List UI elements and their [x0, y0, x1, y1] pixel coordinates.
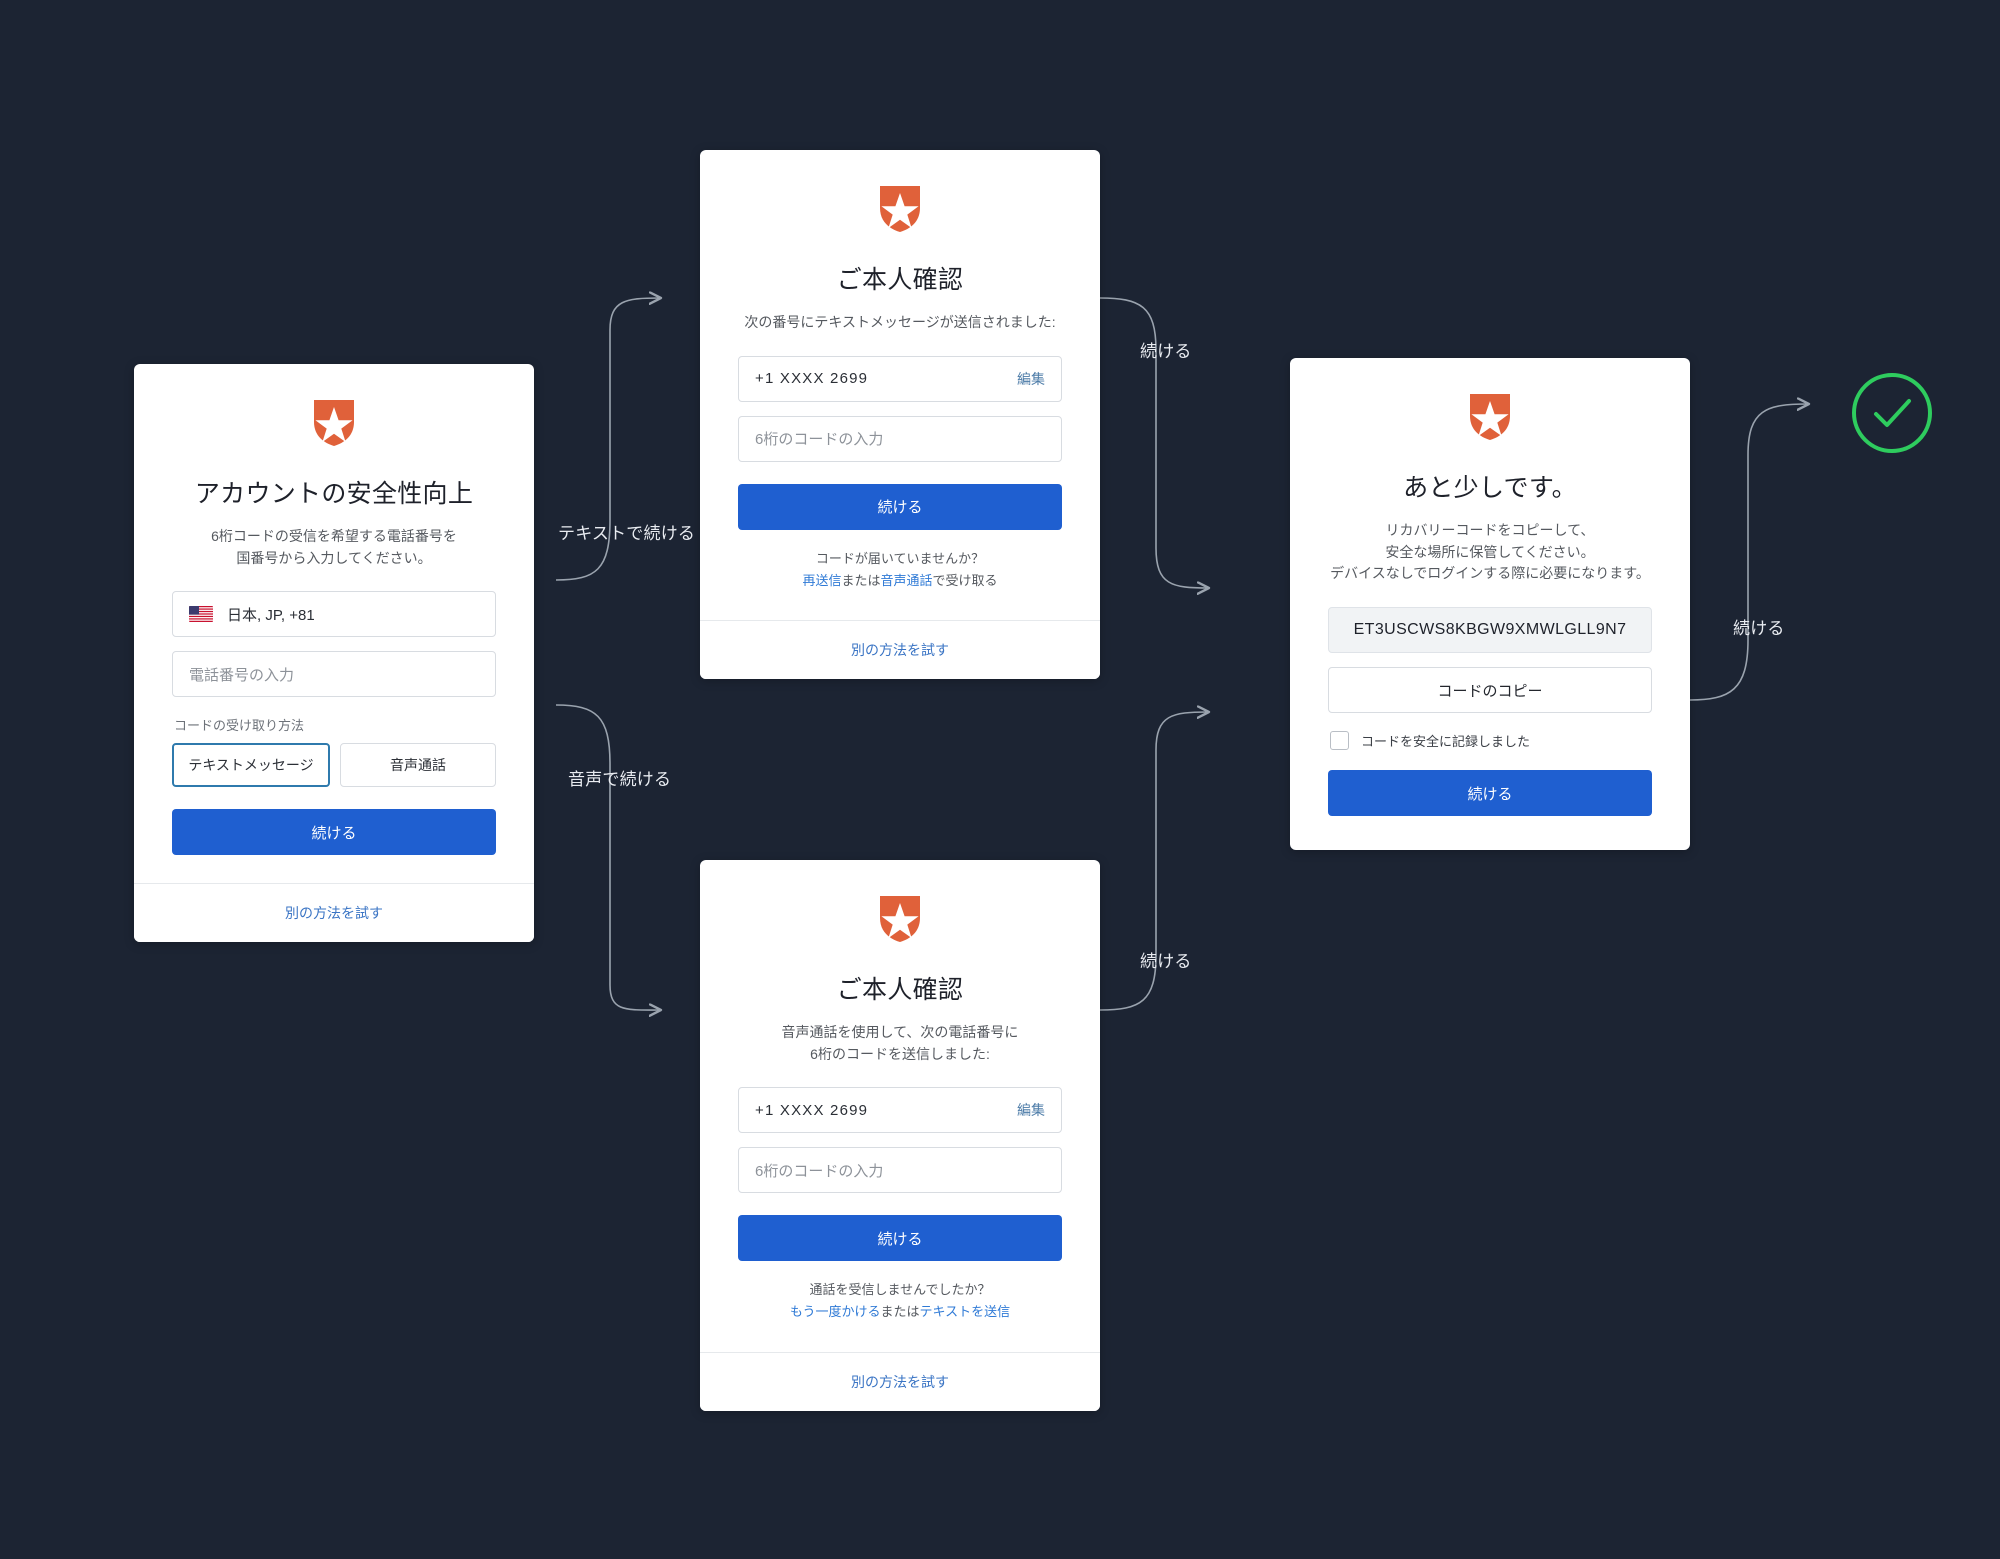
try-another-method-link[interactable]: 別の方法を試す: [851, 641, 949, 658]
resend-question: 通話を受信しませんでしたか？: [809, 1282, 991, 1298]
card-recovery-body: あと少しです。 リカバリーコードをコピーして、 安全な場所に保管してください。 …: [1290, 358, 1690, 850]
auth0-shield-icon: [880, 896, 920, 942]
card-recovery-code: あと少しです。 リカバリーコードをコピーして、 安全な場所に保管してください。 …: [1290, 358, 1690, 851]
method-option-text[interactable]: テキストメッセージ: [172, 743, 330, 788]
auth0-shield-icon: [314, 400, 354, 446]
card-enroll-subtitle-line1: 6桁コードの受信を希望する電話番号を: [211, 528, 457, 544]
method-option-voice[interactable]: 音声通話: [340, 743, 496, 788]
continue-button[interactable]: 続ける: [1328, 770, 1652, 817]
phone-readonly-field: +1 XXXX 2699 編集: [738, 355, 1062, 402]
otp-code-placeholder: 6桁のコードの入力: [755, 1162, 884, 1180]
card-enroll-subtitle-line2: 国番号から入力してください。: [236, 549, 432, 566]
send-text-link[interactable]: テキストを送信: [919, 1304, 1011, 1320]
copy-code-button[interactable]: コードのコピー: [1328, 667, 1652, 714]
otp-code-input[interactable]: 6桁のコードの入力: [738, 415, 1062, 462]
flow-label-text-branch: テキストで続ける: [558, 524, 696, 543]
edit-phone-link[interactable]: 編集: [1017, 370, 1045, 387]
card-verify-sms-footer: 別の方法を試す: [700, 619, 1100, 679]
resend-tail-text: で受け取る: [932, 572, 998, 588]
card-recovery-subtitle-line2: 安全な場所に保管してください。: [1385, 543, 1595, 560]
page-title: ご本人確認: [836, 976, 964, 1004]
flow-label-continue-top: 続ける: [1140, 342, 1192, 361]
resend-actions: もう一度かけるまたはテキストを送信: [738, 1301, 1062, 1323]
card-verify-voice-footer: 別の方法を試す: [700, 1351, 1100, 1411]
country-select-value: 日本, JP, +81: [227, 606, 315, 624]
otp-code-placeholder: 6桁のコードの入力: [755, 431, 884, 449]
resend-middle-text: または: [841, 572, 881, 588]
continue-button[interactable]: 続ける: [172, 809, 496, 856]
card-verify-sms-subtitle: 次の番号にテキストメッセージが送信されました:: [744, 314, 1056, 330]
card-recovery-subtitle-line1: リカバリーコードをコピーして、: [1385, 522, 1595, 538]
card-recovery-subtitle-line3: デバイスなしでログインする際に必要になります。: [1330, 565, 1650, 582]
method-label: コードの受け取り方法: [174, 718, 305, 734]
page-title: ご本人確認: [836, 266, 964, 294]
card-verify-voice: ご本人確認 音声通話を使用して、次の電話番号に 6桁のコードを送信しました: +…: [700, 860, 1100, 1411]
card-recovery-subtitle: リカバリーコードをコピーして、 安全な場所に保管してください。 デバイスなしでロ…: [1328, 520, 1652, 585]
voice-call-link[interactable]: 音声通話: [880, 572, 933, 588]
phone-input[interactable]: 電話番号の入力: [172, 651, 496, 698]
card-verify-voice-body: ご本人確認 音声通話を使用して、次の電話番号に 6桁のコードを送信しました: +…: [700, 860, 1100, 1352]
recorded-code-label: コードを安全に記録しました: [1361, 734, 1531, 750]
resend-middle-text: または: [880, 1304, 920, 1320]
card-verify-voice-subtitle-line2: 6桁のコードを送信しました:: [810, 1045, 990, 1062]
phone-input-placeholder: 電話番号の入力: [189, 666, 295, 684]
card-verify-voice-subtitle: 音声通話を使用して、次の電話番号に 6桁のコードを送信しました:: [738, 1022, 1062, 1065]
card-verify-sms-body: ご本人確認 次の番号にテキストメッセージが送信されました: +1 XXXX 26…: [700, 150, 1100, 620]
recorded-code-checkbox-row: コードを安全に記録しました: [1330, 731, 1652, 751]
card-enroll-phone: アカウントの安全性向上 6桁コードの受信を希望する電話番号を 国番号から入力して…: [134, 364, 534, 943]
resend-question: コードが届いていませんか？: [815, 550, 985, 566]
auth0-shield-icon: [1470, 394, 1510, 440]
method-toggle-group: テキストメッセージ 音声通話: [172, 743, 496, 788]
resend-block: コードが届いていませんか？ 再送信または音声通話で受け取る: [738, 548, 1062, 592]
resend-actions: 再送信または音声通話で受け取る: [738, 570, 1062, 592]
phone-value: +1 XXXX 2699: [755, 1101, 869, 1119]
check-circle-icon: [1852, 373, 1932, 453]
resend-block: 通話を受信しませんでしたか？ もう一度かけるまたはテキストを送信: [738, 1279, 1062, 1323]
recovery-code-value: ET3USCWS8KBGW9XMWLGLL9N7: [1328, 607, 1652, 654]
auth0-shield-icon: [880, 186, 920, 232]
us-flag-icon: [189, 606, 213, 623]
card-verify-voice-subtitle-line1: 音声通話を使用して、次の電話番号に: [781, 1024, 1019, 1040]
flow-label-voice-branch: 音声で続ける: [568, 770, 672, 789]
card-enroll-body: アカウントの安全性向上 6桁コードの受信を希望する電話番号を 国番号から入力して…: [134, 364, 534, 883]
phone-value: +1 XXXX 2699: [755, 370, 869, 388]
card-enroll-footer: 別の方法を試す: [134, 883, 534, 943]
phone-readonly-field: +1 XXXX 2699 編集: [738, 1087, 1062, 1134]
flow-label-continue-final: 続ける: [1733, 619, 1785, 638]
flow-label-continue-bottom: 続ける: [1140, 952, 1192, 971]
continue-button[interactable]: 続ける: [738, 483, 1062, 530]
resend-code-link[interactable]: 再送信: [802, 572, 842, 588]
card-verify-sms: ご本人確認 次の番号にテキストメッセージが送信されました: +1 XXXX 26…: [700, 150, 1100, 679]
call-again-link[interactable]: もう一度かける: [789, 1304, 881, 1320]
country-select[interactable]: 日本, JP, +81: [172, 591, 496, 638]
page-title: あと少しです。: [1403, 474, 1577, 502]
try-another-method-link[interactable]: 別の方法を試す: [285, 905, 383, 922]
continue-button[interactable]: 続ける: [738, 1215, 1062, 1262]
recorded-code-checkbox[interactable]: [1330, 731, 1349, 751]
page-title: アカウントの安全性向上: [194, 480, 474, 508]
otp-code-input[interactable]: 6桁のコードの入力: [738, 1147, 1062, 1194]
try-another-method-link[interactable]: 別の方法を試す: [851, 1373, 949, 1390]
edit-phone-link[interactable]: 編集: [1017, 1102, 1045, 1119]
card-enroll-subtitle: 6桁コードの受信を希望する電話番号を 国番号から入力してください。: [172, 526, 496, 569]
